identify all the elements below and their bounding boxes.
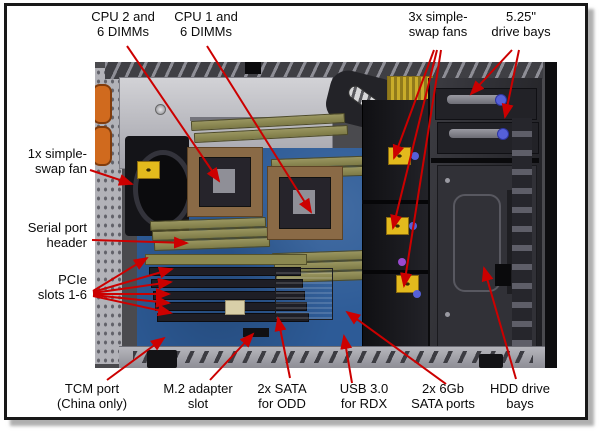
callout-fans3x: 3x simple- swap fans xyxy=(408,9,468,39)
m2-slot-connector xyxy=(243,328,269,337)
callout-bays525: 5.25" drive bays xyxy=(491,9,551,39)
chipset-heatsink xyxy=(275,268,333,320)
callout-serial: Serial port header xyxy=(27,220,87,250)
bay-rail xyxy=(449,129,505,138)
server-interior-photo xyxy=(95,62,557,368)
panel-slot xyxy=(507,190,512,294)
callout-odd: 2x SATA for ODD xyxy=(257,381,307,411)
panel-stamping xyxy=(453,194,501,292)
bottom-rail-vents xyxy=(133,351,533,363)
callout-usb: USB 3.0 for RDX xyxy=(339,381,389,411)
callout-m2: M.2 adapter slot xyxy=(163,381,233,411)
cage-mount-column xyxy=(512,118,532,368)
psu-screw xyxy=(155,104,166,115)
callout-fan1x: 1x simple- swap fan xyxy=(27,146,87,176)
panel-screw xyxy=(445,178,450,183)
panel-screw xyxy=(445,312,450,317)
fan-latch xyxy=(413,290,421,298)
fan-latch xyxy=(409,222,417,230)
psu-handle xyxy=(95,126,112,166)
fan-warning-sticker xyxy=(386,217,409,235)
callout-tcm: TCM port (China only) xyxy=(56,381,128,411)
chassis-clip xyxy=(245,62,261,74)
fan-warning-sticker xyxy=(388,147,411,165)
fan-wall-divider xyxy=(362,200,430,204)
chassis-foot xyxy=(479,354,503,368)
cpu1-die xyxy=(293,190,315,214)
callout-cpu1: CPU 1 and 6 DIMMs xyxy=(174,9,238,39)
cage-divider xyxy=(431,158,539,163)
callout-pcie: PCIe slots 1-6 xyxy=(37,272,87,302)
bay-5-25 xyxy=(435,88,537,120)
chassis-foot xyxy=(147,350,177,368)
cage-latch xyxy=(495,264,511,286)
callout-hdd: HDD drive bays xyxy=(490,381,550,411)
board-connector xyxy=(225,300,245,315)
cpu2-die xyxy=(213,169,235,193)
bay-rail xyxy=(447,95,503,104)
psu-handle xyxy=(95,84,112,124)
pcie-slot xyxy=(145,254,307,265)
fan-warning-sticker xyxy=(137,161,160,179)
front-bezel xyxy=(545,62,557,368)
bay-thumbscrew xyxy=(497,128,509,140)
callout-cpu2: CPU 2 and 6 DIMMs xyxy=(91,9,155,39)
callout-sata6gb: 2x 6Gb SATA ports xyxy=(411,381,475,411)
fan-latch xyxy=(398,258,406,266)
fan-wall-divider xyxy=(362,270,430,274)
fan-latch xyxy=(411,152,419,160)
bay-thumbscrew xyxy=(495,94,507,106)
